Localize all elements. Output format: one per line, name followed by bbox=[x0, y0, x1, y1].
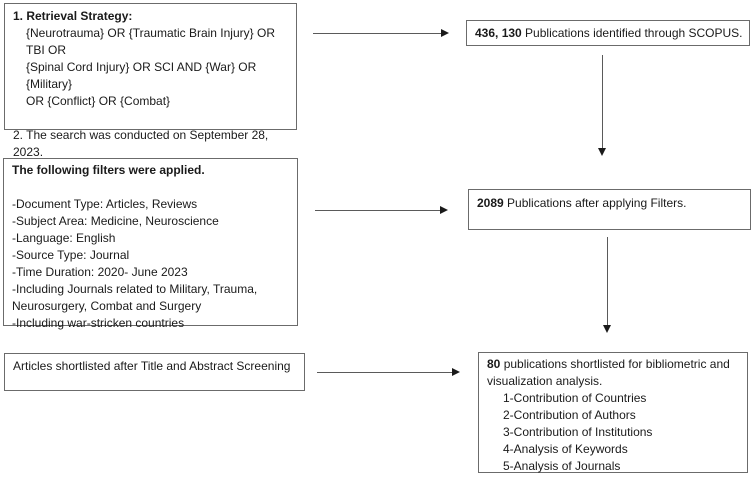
final-count: 80 bbox=[487, 357, 501, 371]
publications-identified-box: 436, 130 Publications identified through… bbox=[466, 20, 750, 46]
final-intro-line1: 80 publications shortlisted for bibliome… bbox=[487, 356, 741, 373]
filter-line: -Including war-stricken countries bbox=[12, 316, 185, 330]
final-analysis-item: 5-Analysis of Journals bbox=[503, 459, 621, 473]
arrow-head-icon bbox=[452, 368, 460, 376]
filter-line: -Source Type: Journal bbox=[12, 248, 130, 262]
filter-line: -Subject Area: Medicine, Neuroscience bbox=[12, 214, 219, 228]
filter-line: -Time Duration: 2020- June 2023 bbox=[12, 265, 188, 279]
filters-box: The following filters were applied. -Doc… bbox=[3, 158, 298, 330]
search-query-line: OR {Conflict} OR {Combat} bbox=[26, 94, 171, 108]
final-analysis-list: 1-Contribution of Countries 2-Contributio… bbox=[487, 390, 741, 475]
search-date-note: 2. The search was conducted on September… bbox=[13, 128, 269, 159]
arrow-filtered-to-final bbox=[603, 237, 612, 333]
search-query-lines: {Neurotrauma} OR {Traumatic Brain Injury… bbox=[13, 25, 290, 110]
identified-count: 436, 130 bbox=[475, 26, 522, 40]
final-analysis-item: 2-Contribution of Authors bbox=[503, 408, 636, 422]
final-analysis-item: 1-Contribution of Countries bbox=[503, 391, 647, 405]
search-query-line: {Spinal Cord Injury} OR SCI AND {War} OR… bbox=[26, 60, 257, 91]
arrow-identified-to-filtered bbox=[598, 55, 607, 156]
final-intro-line2: visualization analysis. bbox=[487, 374, 603, 388]
screening-box: Articles shortlisted after Title and Abs… bbox=[4, 353, 305, 391]
filter-lines: -Document Type: Articles, Reviews -Subjec… bbox=[12, 196, 291, 332]
final-selection-box: 80 publications shortlisted for bibliome… bbox=[478, 352, 748, 473]
arrow-head-icon bbox=[440, 206, 448, 214]
filter-line: Neurosurgery, Combat and Surgery bbox=[12, 299, 202, 313]
arrow-shaft bbox=[313, 33, 442, 35]
filtered-count: 2089 bbox=[477, 196, 504, 210]
final-analysis-item: 4-Analysis of Keywords bbox=[503, 442, 628, 456]
final-intro-rest: publications shortlisted for bibliometri… bbox=[500, 357, 730, 371]
retrieval-strategy-heading: 1. Retrieval Strategy: bbox=[13, 9, 133, 23]
arrow-head-icon bbox=[603, 325, 611, 333]
filter-line: -Document Type: Articles, Reviews bbox=[12, 197, 198, 211]
identified-text: Publications identified through SCOPUS. bbox=[521, 26, 743, 40]
arrow-retrieval-to-identified bbox=[313, 29, 449, 38]
filters-heading: The following filters were applied. bbox=[12, 163, 205, 177]
arrow-shaft bbox=[315, 210, 441, 212]
screening-text: Articles shortlisted after Title and Abs… bbox=[13, 359, 291, 373]
retrieval-strategy-box: 1. Retrieval Strategy: {Neurotrauma} OR … bbox=[4, 3, 297, 159]
arrow-shaft bbox=[602, 55, 604, 149]
filter-line: -Including Journals related to Military,… bbox=[12, 282, 258, 296]
search-query-line: {Neurotrauma} OR {Traumatic Brain Injury… bbox=[26, 26, 275, 57]
arrow-head-icon bbox=[441, 29, 449, 37]
arrow-head-icon bbox=[598, 148, 606, 156]
arrow-shaft bbox=[317, 372, 453, 374]
filter-line: -Language: English bbox=[12, 231, 116, 245]
publications-filtered-box: 2089 Publications after applying Filters… bbox=[468, 189, 751, 230]
arrow-shaft bbox=[607, 237, 609, 326]
filtered-text: Publications after applying Filters. bbox=[503, 196, 687, 210]
final-analysis-item: 3-Contribution of Institutions bbox=[503, 425, 653, 439]
arrow-filters-to-filtered bbox=[315, 206, 448, 215]
arrow-screening-to-final bbox=[317, 368, 460, 377]
